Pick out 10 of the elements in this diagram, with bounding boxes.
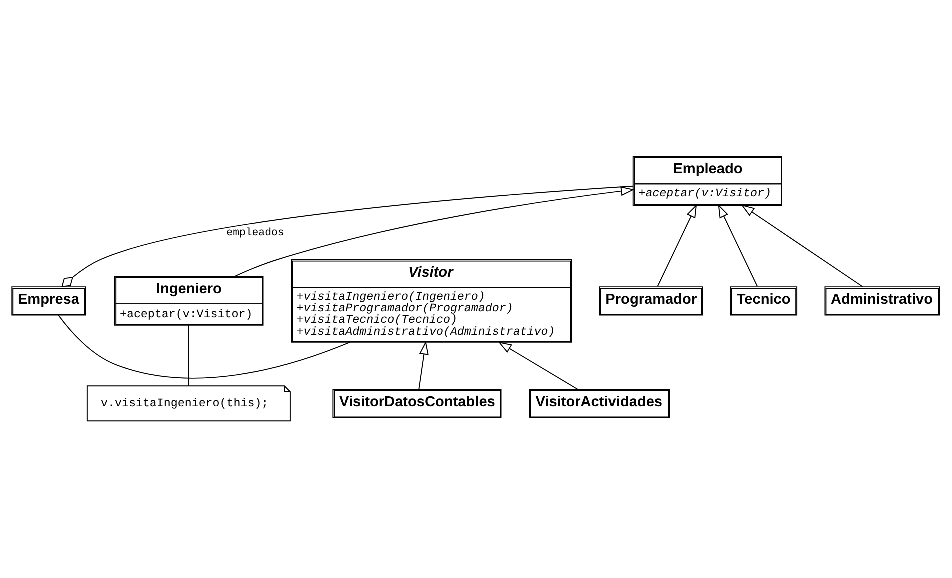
connector (58, 314, 350, 379)
arrow (718, 204, 758, 288)
connector (62, 186, 634, 288)
arrow (234, 186, 635, 278)
arrow (657, 204, 698, 288)
connector (188, 325, 190, 387)
edge-label: empleados (226, 227, 284, 240)
arrow (741, 204, 864, 288)
arrow (418, 341, 429, 390)
arrow (498, 342, 578, 390)
